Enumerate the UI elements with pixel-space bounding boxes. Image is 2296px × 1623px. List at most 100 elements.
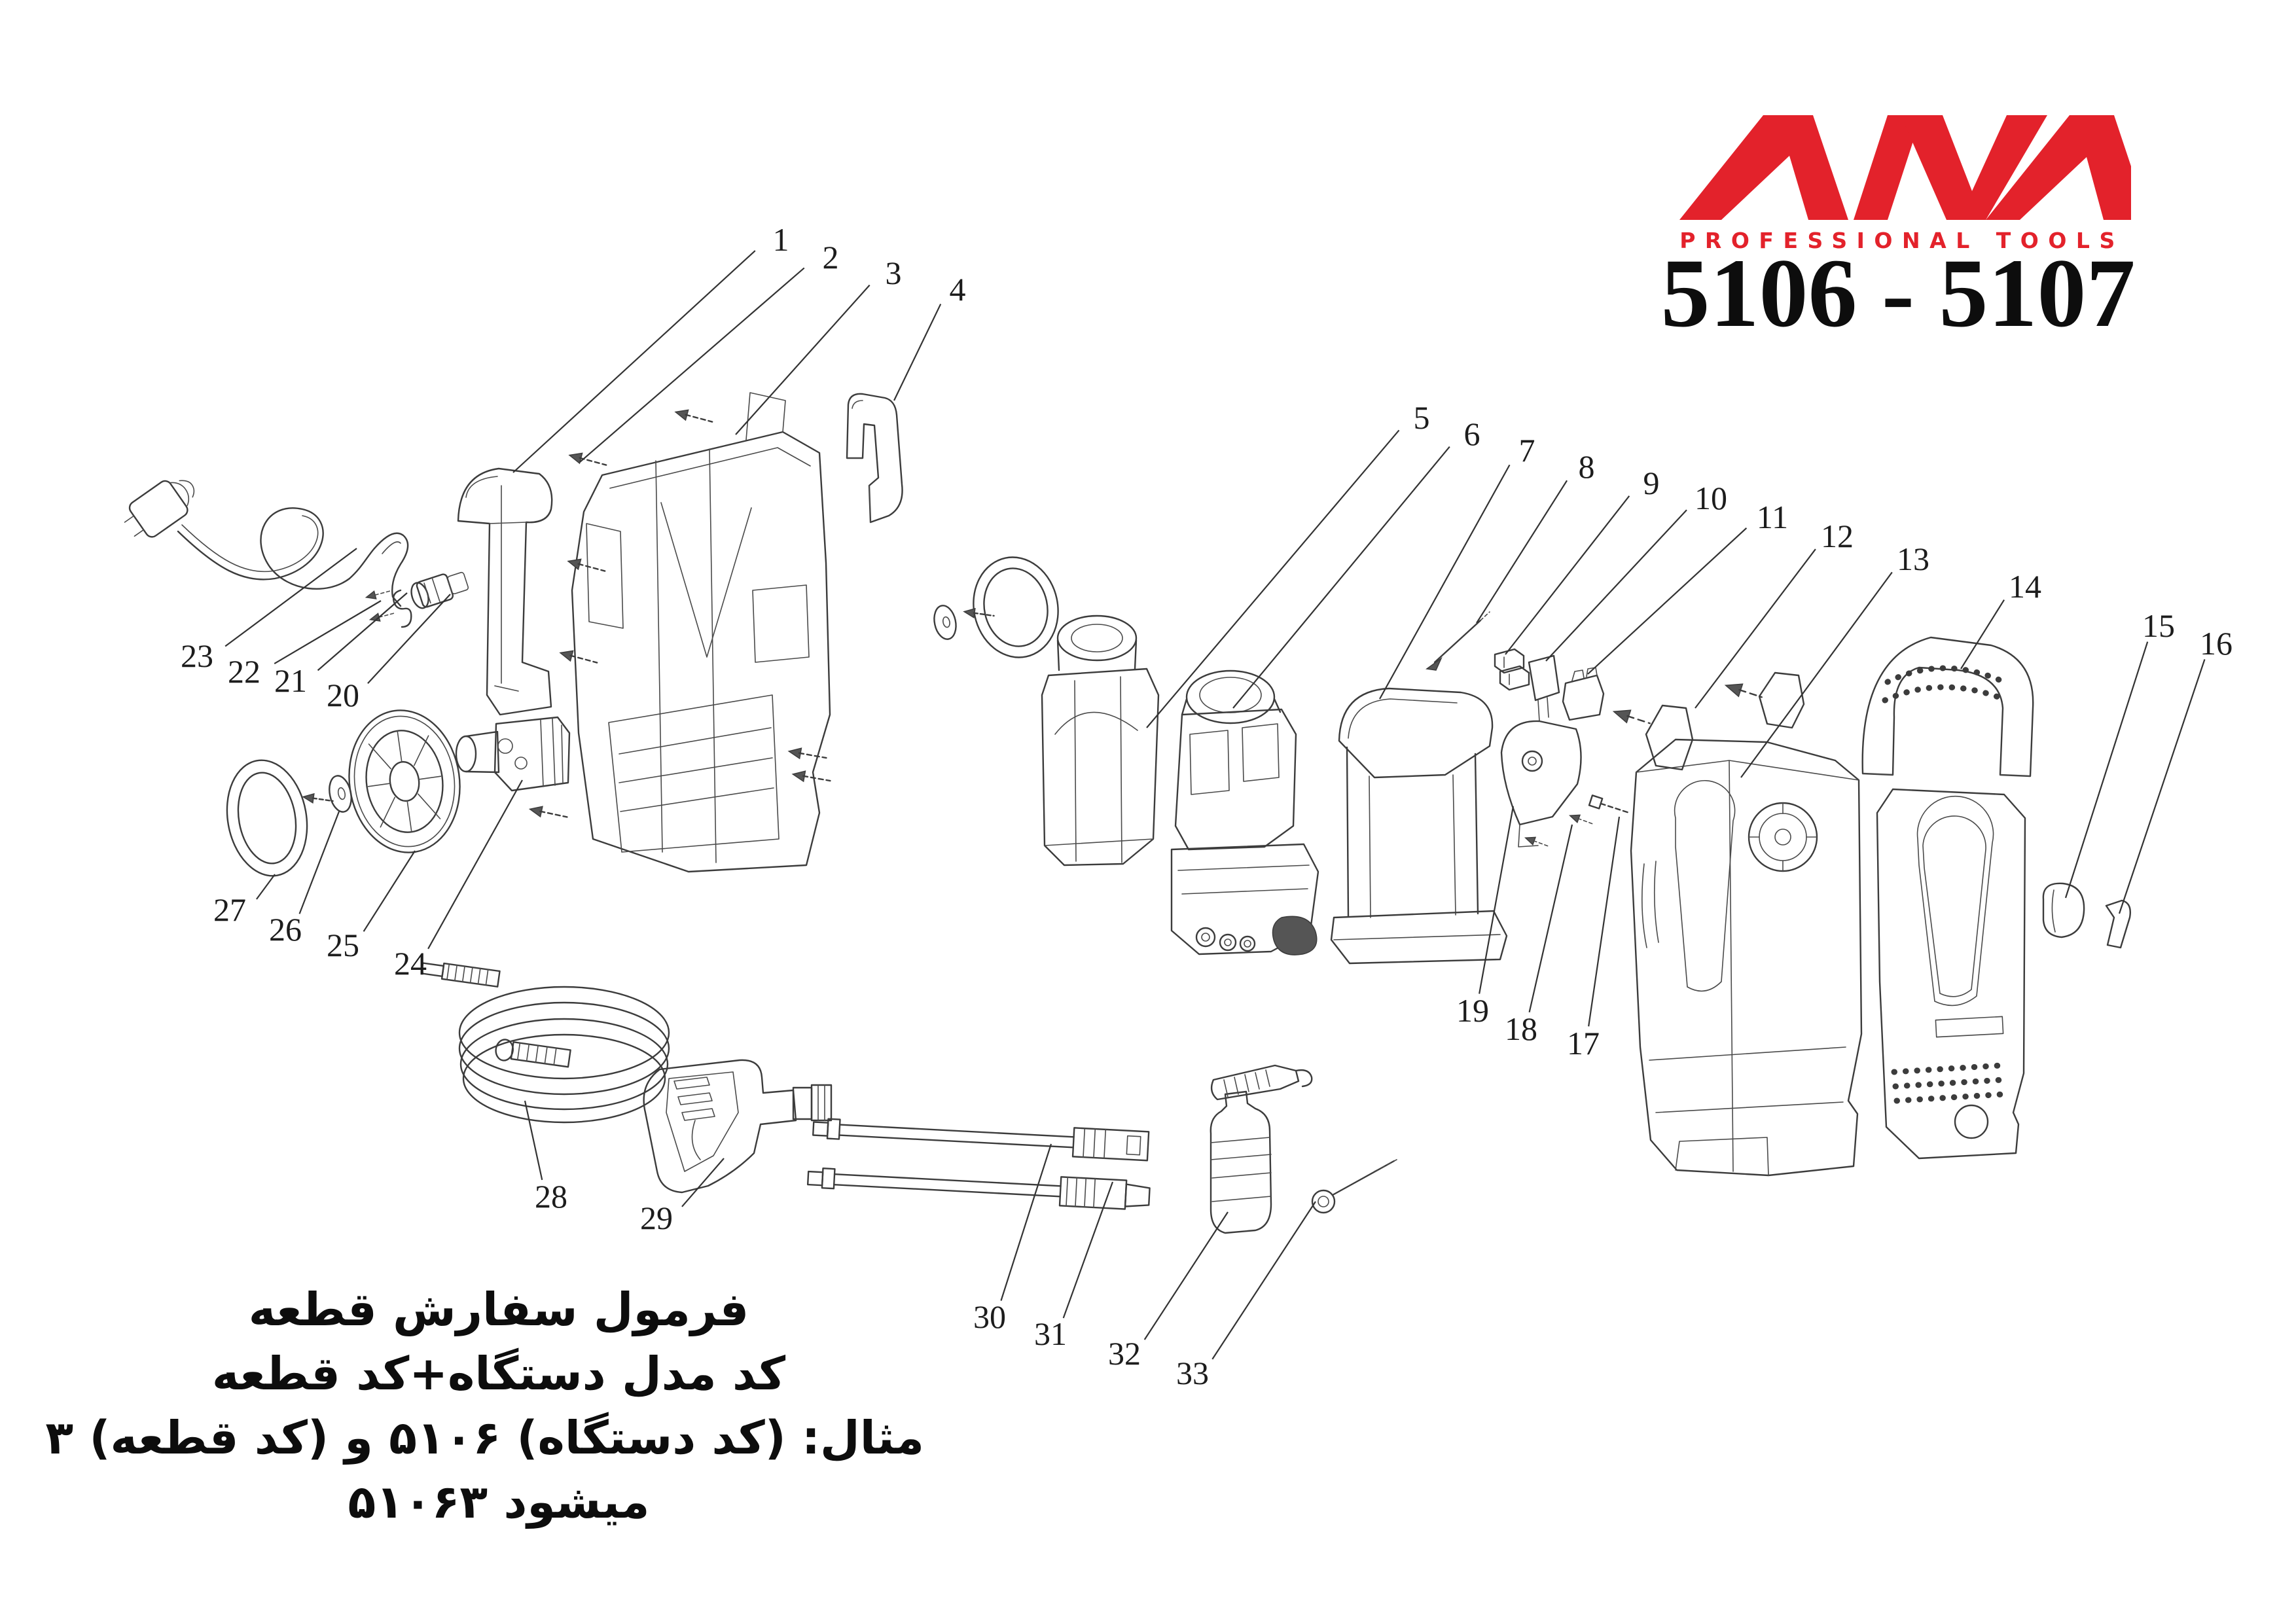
pressure-actuator [1500, 720, 1630, 847]
ring-washer [933, 605, 957, 640]
cleaning-needle [1311, 1159, 1397, 1214]
housing-screws [528, 409, 831, 818]
callout-7-label: 7 [1519, 432, 1535, 469]
callout-30-label: 30 [973, 1298, 1006, 1335]
callout-3-label: 3 [886, 255, 902, 291]
seal-ring [226, 759, 308, 877]
fan-cover-ring [973, 556, 1059, 658]
ordering-note-line-1: فرمول سفارش قطعه [248, 1283, 749, 1336]
callout-15-label: 15 [2142, 607, 2175, 644]
callout-12-label: 12 [1821, 518, 1854, 554]
callout-21-leader [317, 592, 408, 671]
callout-12-leader [1695, 548, 1816, 709]
handle-bracket [457, 467, 553, 716]
pump-valve-unit [455, 716, 571, 792]
micro-switch [1562, 667, 1605, 721]
capacitor [1528, 654, 1560, 722]
callout-26-label: 26 [269, 911, 302, 948]
cord-grip-parts [365, 571, 469, 628]
callout-1-leader [512, 250, 756, 473]
callout-17-label: 17 [1567, 1025, 1600, 1061]
motor-assembly [1170, 669, 1319, 955]
ring-screw [963, 607, 995, 618]
callout-29-leader [681, 1158, 725, 1207]
ordering-note: فرمول سفارش قطعه کد مدل دستگاه+کد قطعه م… [45, 1277, 924, 1534]
callout-32-label: 32 [1108, 1335, 1141, 1372]
callout-13-label: 13 [1897, 541, 1929, 577]
callout-6-leader [1232, 446, 1450, 709]
callout-33-leader [1211, 1201, 1316, 1360]
main-front-body [1612, 671, 1863, 1177]
callout-33-label: 33 [1176, 1355, 1209, 1391]
callout-25-label: 25 [327, 927, 359, 963]
callout-16-leader [2118, 659, 2206, 914]
callout-2-label: 2 [823, 239, 839, 276]
callout-6-label: 6 [1464, 416, 1480, 452]
long-screw-pin [1426, 611, 1490, 671]
callout-11-label: 11 [1757, 499, 1788, 535]
callout-10-label: 10 [1695, 480, 1727, 516]
callout-31-leader [1062, 1181, 1114, 1319]
callout-24-leader [427, 779, 523, 950]
callout-26-leader [298, 811, 340, 914]
callout-17-leader [1588, 816, 1621, 1027]
latch-lever [2105, 899, 2131, 949]
ordering-note-line-3: مثال: (کد دستگاه) ۵۱۰۶ و (کد قطعه) ۳ [45, 1411, 924, 1465]
callout-9-label: 9 [1643, 465, 1660, 501]
ordering-note-line-2: کد مدل دستگاه+کد قطعه [211, 1347, 786, 1400]
power-cord-and-plug [124, 480, 409, 607]
callout-11-leader [1587, 527, 1748, 675]
callout-21-label: 21 [274, 662, 307, 699]
back-cover-panel [1876, 788, 2026, 1160]
fan-wheel [348, 709, 461, 853]
callout-28-leader [524, 1100, 543, 1181]
callout-7-leader [1379, 464, 1511, 700]
callout-23-label: 23 [181, 637, 213, 674]
callout-1-label: 1 [773, 221, 789, 258]
washer-screw [302, 793, 334, 804]
callout-9-leader [1505, 495, 1630, 655]
callout-27-leader [256, 874, 276, 900]
ordering-note-line-4: میشود ۵۱۰۶۳ [348, 1475, 650, 1529]
lance-straight [812, 1118, 1150, 1162]
callout-8-leader [1476, 480, 1568, 624]
gun-hook [846, 393, 903, 524]
callout-20-label: 20 [327, 677, 359, 713]
callout-5-label: 5 [1414, 399, 1430, 436]
model-range: 5106 - 5107 [1660, 239, 2136, 348]
callout-5-leader [1146, 429, 1400, 728]
callout-28-label: 28 [535, 1178, 567, 1215]
callout-15-leader [2064, 641, 2149, 899]
callout-27-label: 27 [213, 891, 246, 928]
air-duct-tower [1041, 615, 1160, 866]
callout-14-label: 14 [2009, 568, 2041, 605]
callout-14-leader [1960, 599, 2005, 669]
callout-23-leader [224, 548, 357, 647]
motor-housing-half [571, 392, 831, 873]
pressure-hose-coil [420, 962, 670, 1124]
callout-18-label: 18 [1505, 1010, 1537, 1047]
callout-4-label: 4 [950, 271, 966, 308]
callout-2-leader [579, 267, 805, 463]
terminal-block [1494, 648, 1530, 691]
callout-22-label: 22 [228, 653, 260, 690]
callout-16-label: 16 [2200, 625, 2233, 662]
callout-19-leader [1479, 806, 1515, 994]
callout-13-leader [1740, 571, 1893, 778]
callout-3-leader [735, 284, 870, 435]
motor-support-frame [1330, 687, 1508, 965]
callout-8-label: 8 [1579, 448, 1595, 485]
callout-19-label: 19 [1456, 992, 1489, 1029]
callout-24-label: 24 [394, 945, 427, 982]
arva-logo [1679, 115, 2131, 220]
callout-31-label: 31 [1034, 1315, 1067, 1352]
callout-10-leader [1545, 509, 1687, 662]
callout-18-leader [1528, 824, 1573, 1013]
brand-tagline: PROFESSIONAL TOOLS [1679, 228, 2125, 253]
callout-20-leader [367, 594, 451, 684]
callout-22-leader [274, 600, 382, 665]
callout-32-leader [1143, 1211, 1229, 1340]
foam-bottle [1210, 1064, 1313, 1234]
